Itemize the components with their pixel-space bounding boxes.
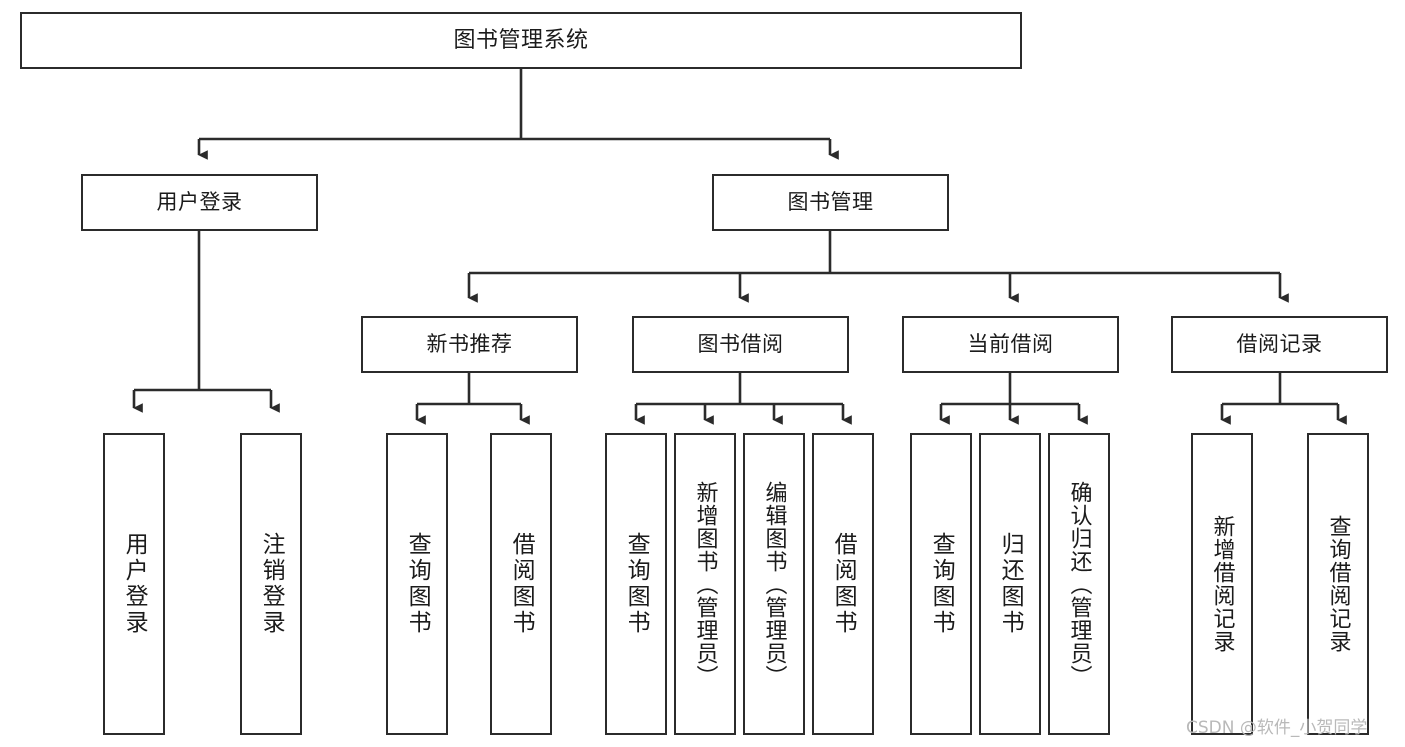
watermark-text: CSDN @软件_小贺同学 [1186,718,1368,738]
node-book-borrow[interactable]: 图书借阅 [632,316,849,373]
node-leaf-query-record-label: 查询借阅记录 [1325,515,1351,653]
node-leaf-query-book-3[interactable]: 查询图书 [910,433,972,735]
node-leaf-borrow-book-2-label: 借阅图书 [830,532,857,636]
node-leaf-add-record[interactable]: 新增借阅记录 [1191,433,1253,735]
node-leaf-edit-book-label: 编辑图书（管理员） [761,480,787,688]
node-leaf-query-book-2[interactable]: 查询图书 [605,433,667,735]
node-borrow-record[interactable]: 借阅记录 [1171,316,1388,373]
node-leaf-add-book[interactable]: 新增图书（管理员） [674,433,736,735]
node-leaf-edit-book[interactable]: 编辑图书（管理员） [743,433,805,735]
node-new-book-recommend-label: 新书推荐 [426,332,513,357]
node-leaf-query-record[interactable]: 查询借阅记录 [1307,433,1369,735]
node-current-borrow-label: 当前借阅 [967,332,1054,357]
node-book-manage-label: 图书管理 [787,190,874,215]
node-leaf-logout[interactable]: 注销登录 [240,433,302,735]
node-root[interactable]: 图书管理系统 [20,12,1022,69]
node-user-login[interactable]: 用户登录 [81,174,318,231]
node-leaf-confirm-return[interactable]: 确认归还（管理员） [1048,433,1110,735]
node-leaf-query-book-3-label: 查询图书 [928,532,955,636]
node-leaf-logout-label: 注销登录 [258,532,285,636]
node-leaf-borrow-book-2[interactable]: 借阅图书 [812,433,874,735]
node-leaf-confirm-return-label: 确认归还（管理员） [1066,480,1092,688]
node-root-label: 图书管理系统 [453,27,589,53]
node-current-borrow[interactable]: 当前借阅 [902,316,1119,373]
node-book-manage[interactable]: 图书管理 [712,174,949,231]
node-leaf-query-book-1[interactable]: 查询图书 [386,433,448,735]
node-leaf-user-login[interactable]: 用户登录 [103,433,165,735]
node-leaf-add-record-label: 新增借阅记录 [1209,515,1235,653]
node-leaf-return-book[interactable]: 归还图书 [979,433,1041,735]
node-leaf-add-book-label: 新增图书（管理员） [692,480,718,688]
node-leaf-user-login-label: 用户登录 [121,532,148,636]
node-leaf-query-book-2-label: 查询图书 [623,532,650,636]
node-book-borrow-label: 图书借阅 [697,332,784,357]
node-leaf-return-book-label: 归还图书 [997,532,1024,636]
node-leaf-query-book-1-label: 查询图书 [404,532,431,636]
node-leaf-borrow-book-1-label: 借阅图书 [508,532,535,636]
node-borrow-record-label: 借阅记录 [1236,332,1323,357]
node-user-login-label: 用户登录 [156,190,243,215]
node-new-book-recommend[interactable]: 新书推荐 [361,316,578,373]
node-leaf-borrow-book-1[interactable]: 借阅图书 [490,433,552,735]
